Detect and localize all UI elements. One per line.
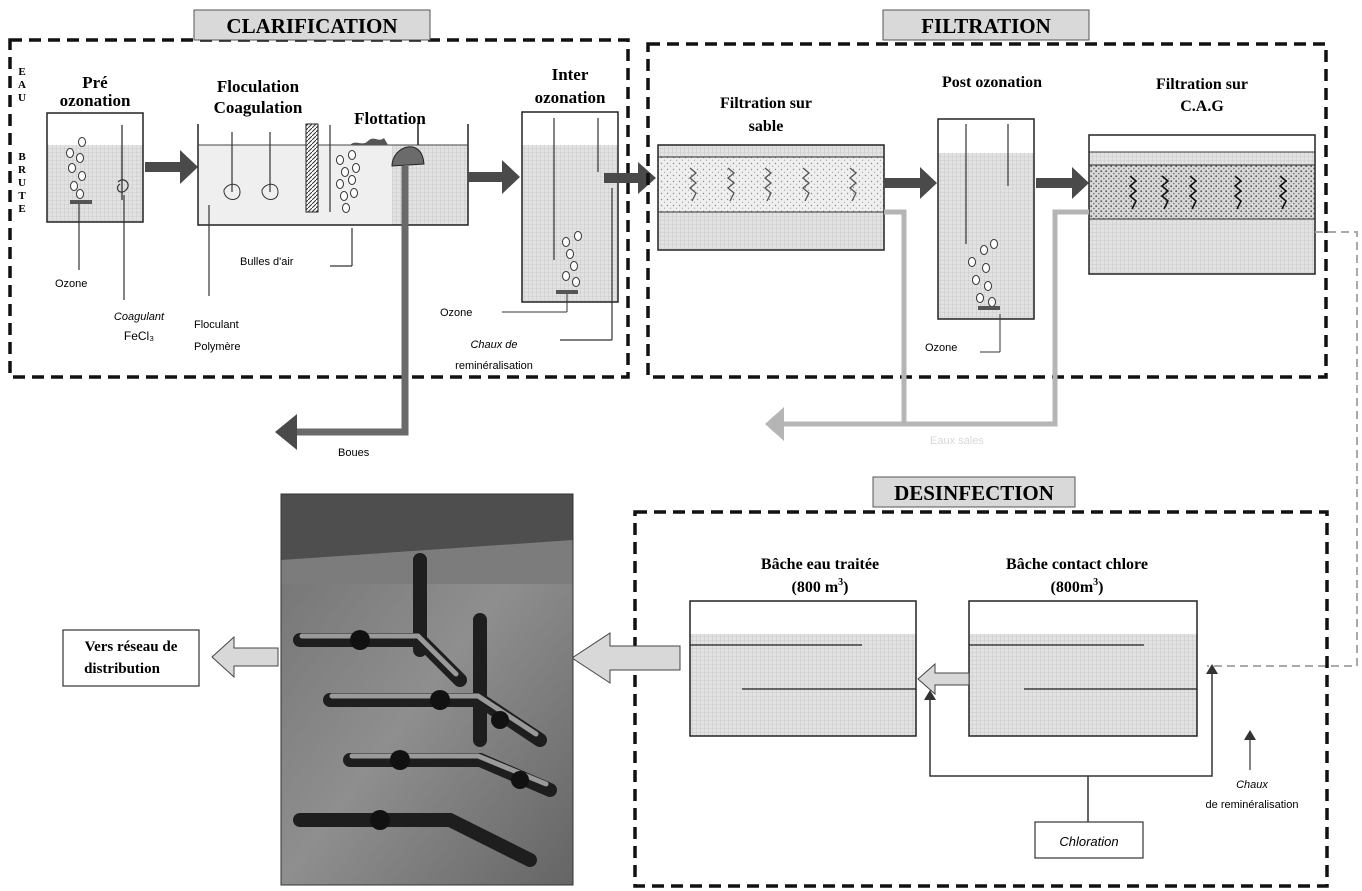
- flow-arrow: [604, 162, 656, 194]
- chloration-line: [929, 672, 1213, 822]
- filtration-section: FILTRATION Filtration sur sable Post ozo…: [646, 9, 1358, 667]
- transfer-arrow: [917, 662, 970, 696]
- ozone-label-3: Ozone: [925, 342, 957, 354]
- desinfection-title: DESINFECTION: [894, 481, 1054, 505]
- capacity-exponent: 3: [1093, 577, 1098, 588]
- inlet-letter: U: [18, 177, 26, 189]
- bache-traitee-label: Bâche eau traitée: [761, 556, 879, 573]
- pre-ozonation-tank: [46, 112, 144, 300]
- capacity-close: ): [1098, 579, 1103, 596]
- flow-arrow: [884, 167, 937, 199]
- sludge-arrow: [275, 414, 297, 450]
- inter-ozonation-tank: [502, 111, 619, 341]
- ozone-label-2: Ozone: [440, 307, 472, 319]
- bache-traitee-capacity: (800 m3): [792, 577, 849, 596]
- boues-label: Boues: [338, 447, 370, 459]
- post-ozonation-label: Post ozonation: [942, 74, 1042, 91]
- cag-label: C.A.G: [1180, 98, 1224, 115]
- desinfection-section: DESINFECTION Bâche eau traitée (800 m3) …: [571, 476, 1329, 888]
- capacity-text: (800 m: [792, 579, 839, 596]
- flow-arrow: [145, 150, 198, 184]
- chloration-box: [1034, 821, 1144, 859]
- bache-contact-chlore-tank: [968, 600, 1198, 737]
- eaux-sales-label: Eaux sales: [930, 435, 984, 447]
- floculation-label: Floculation: [217, 77, 300, 96]
- chloration-label: Chloration: [1059, 834, 1118, 849]
- capacity-text: (800m: [1051, 579, 1094, 596]
- inlet-letter: R: [18, 164, 27, 176]
- inlet-label: E A U B R U T E: [18, 66, 27, 215]
- flotation-tank: [197, 123, 469, 296]
- clarification-title-box: [193, 9, 431, 41]
- bache-contact-label: Bâche contact chlore: [1006, 556, 1148, 573]
- distribution-label: distribution: [84, 661, 161, 677]
- inter-ozonation-label: Inter: [552, 65, 589, 84]
- clarification-section: CLARIFICATION E A U B R U T E Pré ozonat…: [8, 9, 656, 459]
- filtration-border: [646, 42, 1328, 379]
- bache-eau-traitee-tank: [689, 600, 917, 737]
- outlet-arrow: [571, 632, 681, 684]
- capacity-exponent: 3: [838, 577, 843, 588]
- inlet-letter: B: [18, 151, 26, 163]
- bache-contact-capacity: (800m3): [1051, 577, 1104, 596]
- filtration-title: FILTRATION: [921, 14, 1051, 38]
- distribution-box: [62, 629, 200, 687]
- sable-label: Filtration sur: [720, 95, 812, 112]
- pre-ozonation-label: ozonation: [60, 91, 131, 110]
- inlet-letter: T: [18, 190, 26, 202]
- floculant-label: Floculant: [194, 319, 239, 331]
- chaux-arrowhead: [1244, 730, 1256, 740]
- flow-arrow: [1036, 167, 1089, 199]
- capacity-close: ): [843, 579, 848, 596]
- coagulant-label: Coagulant: [114, 311, 165, 323]
- distribution-arrow: [211, 635, 279, 679]
- inlet-letter: A: [18, 79, 26, 91]
- dirty-water-line: [782, 209, 907, 427]
- inter-ozonation-label: ozonation: [535, 88, 606, 107]
- dirty-water-arrow: [765, 407, 784, 441]
- desinfection-border: [633, 510, 1329, 888]
- inlet-letter: E: [18, 203, 25, 215]
- floculation-label: Coagulation: [214, 98, 303, 117]
- cag-label: Filtration sur: [1156, 76, 1248, 93]
- coagulant-label: FeCl₃: [124, 329, 154, 343]
- chaux-label-1: reminéralisation: [455, 360, 533, 372]
- cag-outlet-line: [1207, 231, 1358, 667]
- flow-arrow: [468, 160, 520, 194]
- ozone-label-1: Ozone: [55, 278, 87, 290]
- dirty-water-line: [905, 209, 1089, 427]
- clarification-title: CLARIFICATION: [226, 14, 397, 38]
- inlet-letter: E: [18, 66, 25, 78]
- post-ozonation-tank: [937, 118, 1035, 353]
- sludge-pipe: [297, 166, 409, 436]
- chaux-label-2: de reminéralisation: [1206, 799, 1299, 811]
- distribution-block: Vers réseau de distribution: [62, 629, 279, 687]
- flottation-label: Flottation: [354, 109, 426, 128]
- filtration-title-box: [882, 9, 1090, 41]
- sable-label: sable: [749, 118, 784, 135]
- distribution-label: Vers réseau de: [85, 639, 178, 655]
- desinfection-title-box: [872, 476, 1076, 508]
- bulles-air-label: Bulles d'air: [240, 256, 294, 268]
- sand-filter: [657, 144, 885, 251]
- inlet-letter: U: [18, 92, 26, 104]
- chaux-label-1: Chaux de: [470, 339, 517, 351]
- cag-filter: [1088, 134, 1316, 275]
- pipework-photo: [280, 493, 574, 886]
- floculant-label: Polymère: [194, 341, 240, 353]
- pre-ozonation-label: Pré: [82, 73, 108, 92]
- chaux-label-2: Chaux: [1236, 779, 1268, 791]
